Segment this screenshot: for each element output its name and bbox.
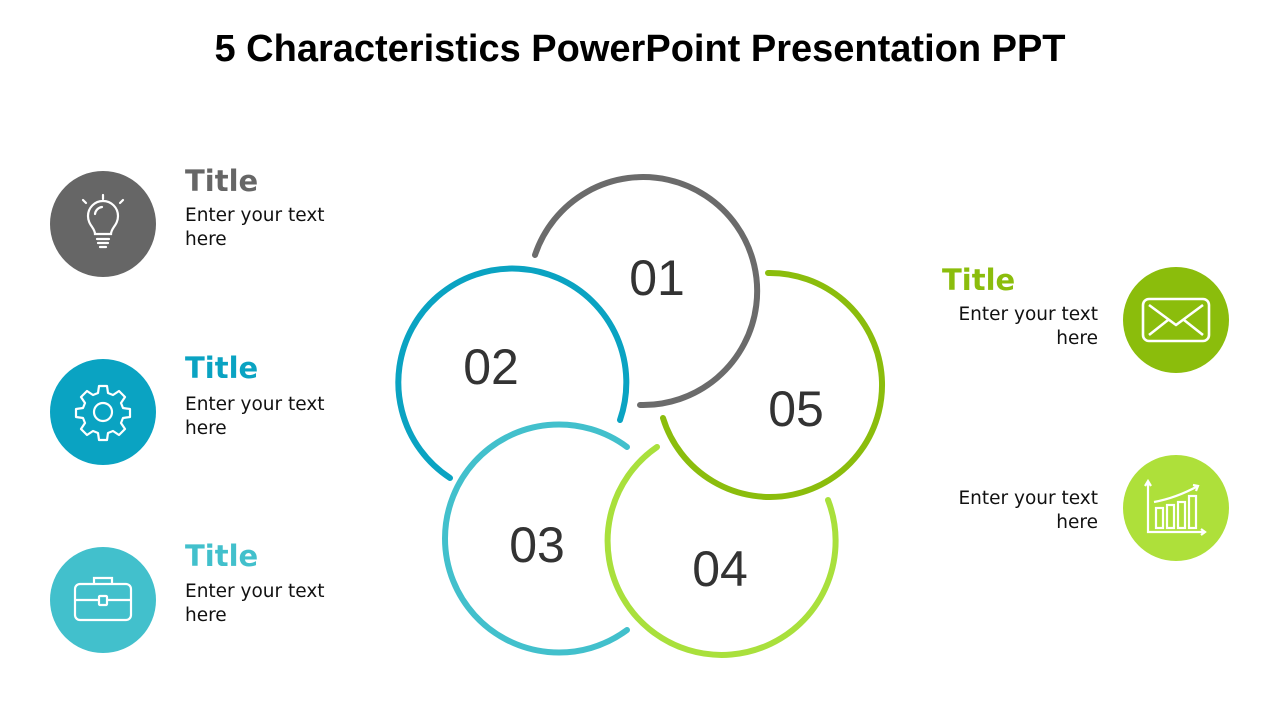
item-title-1: Title bbox=[185, 164, 259, 198]
briefcase-icon bbox=[50, 547, 156, 653]
page-title: 5 Characteristics PowerPoint Presentatio… bbox=[214, 28, 1066, 70]
circle-arc-04 bbox=[604, 444, 839, 658]
gear-icon bbox=[50, 359, 156, 465]
circle-label-04: 04 bbox=[692, 541, 748, 597]
item-title-3: Title bbox=[185, 539, 259, 573]
circle-arc-01 bbox=[532, 174, 761, 409]
item-title-2: Title bbox=[185, 351, 259, 385]
item-title-5: Title bbox=[942, 263, 1016, 297]
envelope-icon bbox=[1123, 267, 1229, 373]
item-text-1: Enter your text here bbox=[185, 205, 325, 250]
circle-label-02: 02 bbox=[463, 339, 519, 395]
circle-arc-02 bbox=[395, 265, 630, 481]
lightbulb-icon bbox=[50, 171, 156, 277]
circle-label-03: 03 bbox=[509, 517, 565, 573]
item-text-4: Enter your text here bbox=[958, 488, 1098, 533]
circle-label-01: 01 bbox=[629, 250, 685, 306]
item-text-3: Enter your text here bbox=[185, 581, 325, 626]
circle-label-05: 05 bbox=[768, 381, 824, 437]
bar-chart-icon bbox=[1123, 455, 1229, 561]
item-text-2: Enter your text here bbox=[185, 394, 325, 439]
item-text-5: Enter your text here bbox=[958, 304, 1098, 349]
circle-arc-05 bbox=[660, 269, 885, 500]
circle-arc-03 bbox=[442, 421, 630, 656]
